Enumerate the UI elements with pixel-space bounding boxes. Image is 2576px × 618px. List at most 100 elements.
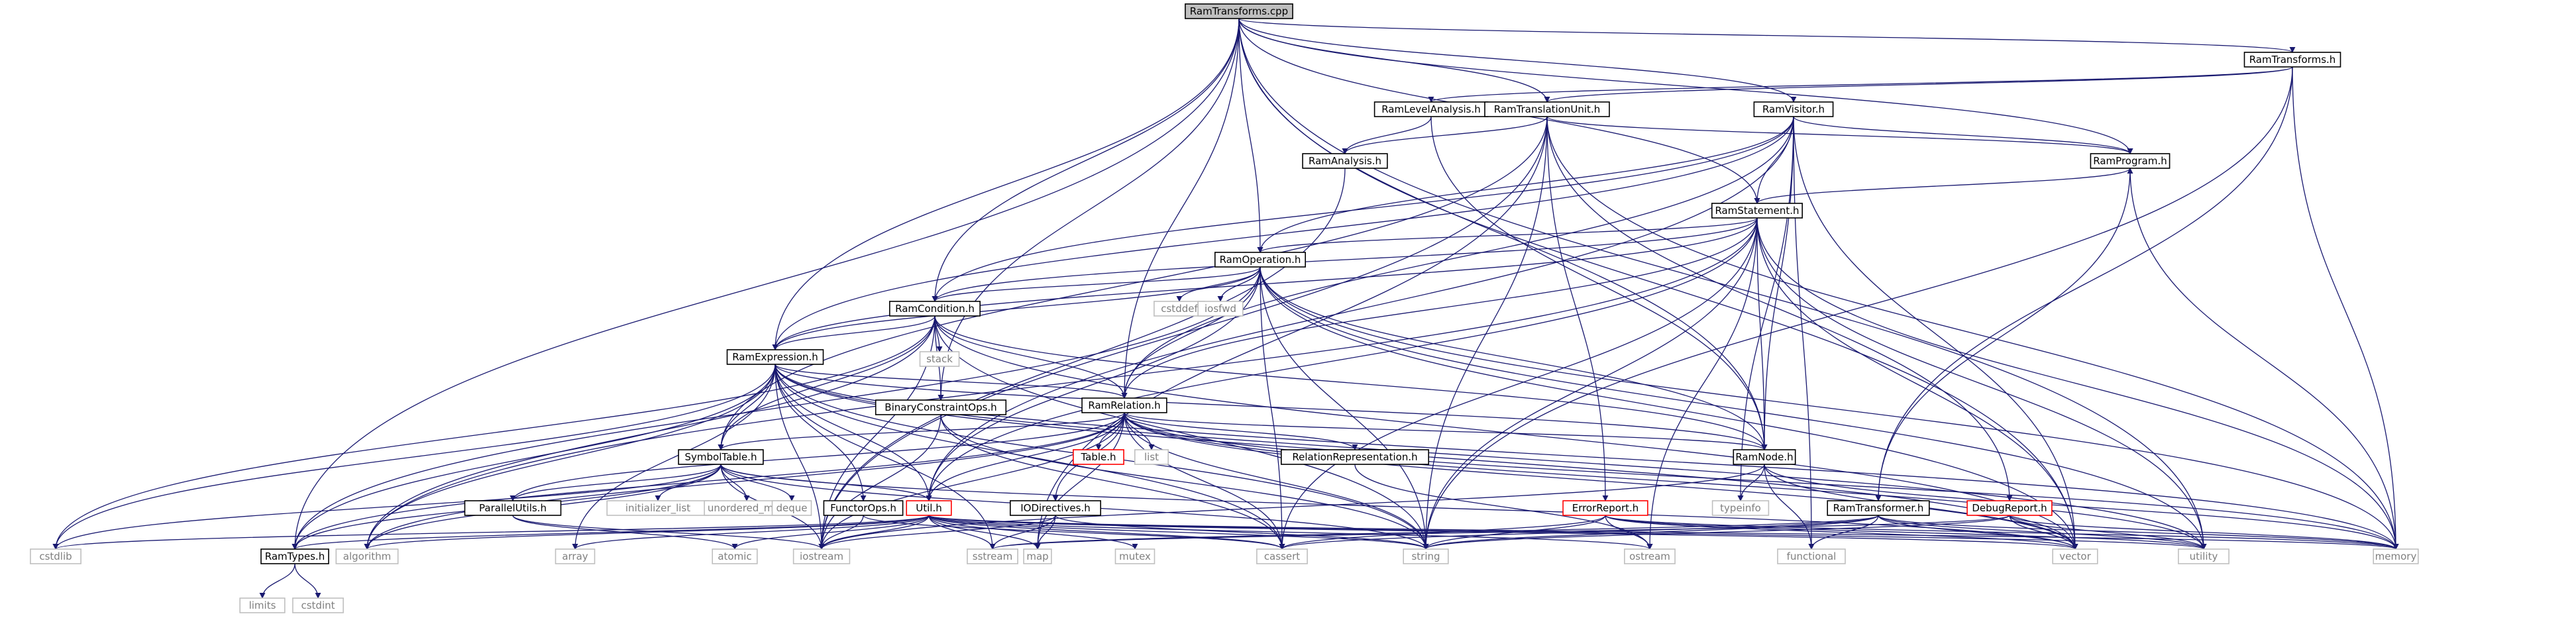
edge-ramtransforms-h-to-string <box>1422 66 2293 550</box>
edge-ramrelation-h-to-parallelutils-h <box>510 412 1125 501</box>
edge-ramrelation-h-to-util-h <box>926 412 1125 501</box>
node-symboltable-h[interactable]: SymbolTable.h <box>678 449 764 465</box>
node-ramtypes-h[interactable]: RamTypes.h <box>260 548 329 564</box>
edge-ramtransforms-cpp-to-ramexpression-h <box>772 18 1240 350</box>
edge-ramstatement-h-to-util-h <box>926 217 1758 501</box>
edge-ramoperation-h-to-ramrelation-h <box>1121 266 1261 399</box>
node-debugreport-h[interactable]: DebugReport.h <box>1966 500 2053 516</box>
node-ramtransforms-cpp[interactable]: RamTransforms.cpp <box>1185 3 1293 19</box>
node-iosfwd: iosfwd <box>1197 301 1244 317</box>
node-label: RamTypes.h <box>265 550 325 562</box>
node-parallelutils-h[interactable]: ParallelUtils.h <box>464 500 562 516</box>
edge-ramtransformer-h-to-sstream <box>989 515 1879 550</box>
edge-util-h-to-array <box>572 515 930 550</box>
edge-ramtransformer-h-to-functional <box>1808 515 1879 550</box>
node-table-h[interactable]: Table.h <box>1073 449 1124 465</box>
node-util-h[interactable]: Util.h <box>906 500 952 516</box>
node-functorops-h[interactable]: FunctorOps.h <box>823 500 904 516</box>
edge-ramoperation-h-to-iosfwd <box>1217 266 1261 302</box>
node-box <box>1711 203 1803 219</box>
node-atomic: atomic <box>712 548 758 564</box>
edge-ramoperation-h-to-ramcondition-h <box>932 266 1261 302</box>
node-label: Util.h <box>916 502 941 514</box>
node-box <box>292 597 344 613</box>
node-map: map <box>1023 548 1052 564</box>
edge-ramnode-h-to-iostream <box>818 464 1765 550</box>
node-label: RamVisitor.h <box>1762 103 1825 115</box>
node-box <box>1733 449 1796 465</box>
node-label: iosfwd <box>1205 303 1236 315</box>
edge-ramcondition-h-to-ramexpression-h <box>772 315 936 350</box>
edge-binaryconstraintops-h-to-string <box>940 414 1429 550</box>
edge-util-h-to-cstdlib <box>52 515 930 550</box>
node-label: Table.h <box>1080 451 1116 463</box>
edge-symboltable-h-to-deque <box>720 464 795 501</box>
node-ramvisitor-h[interactable]: RamVisitor.h <box>1753 101 1834 117</box>
edge-ramtranslationunit-h-to-map <box>1034 116 1548 550</box>
node-box <box>1256 548 1308 564</box>
edge-parallelutils-h-to-iostream <box>512 515 825 550</box>
node-ramprogram-h[interactable]: RamProgram.h <box>2090 153 2171 169</box>
edge-ramexpression-h-to-algorithm <box>364 364 776 550</box>
edge-iodirectives-h-to-map <box>1034 515 1056 550</box>
edge-ramoperation-h-to-ramexpression-h <box>772 266 1261 350</box>
node-label: initializer_list <box>625 502 690 515</box>
edge-ramexpression-h-to-cassert <box>775 364 1285 550</box>
node-relationrepresentation-h[interactable]: RelationRepresentation.h <box>1281 449 1430 465</box>
node-ramtransforms-h[interactable]: RamTransforms.h <box>2243 52 2341 68</box>
node-label: cstdint <box>301 599 335 611</box>
node-ramanalysis-h[interactable]: RamAnalysis.h <box>1302 153 1388 169</box>
edge-ramtransforms-h-to-ramtransformer-h <box>1875 66 2293 501</box>
edge-ramcondition-h-to-string <box>934 315 1429 550</box>
edge-ramtranslationunit-h-to-debugreport-h <box>1546 116 2013 501</box>
edge-ramvisitor-h-to-functional <box>1793 116 1815 550</box>
node-box <box>1185 3 1293 19</box>
edge-ramlevelanalysis-h-to-ramanalysis-h <box>1342 116 1432 154</box>
node-box <box>823 500 904 516</box>
node-functional: functional <box>1777 548 1846 564</box>
node-errorreport-h[interactable]: ErrorReport.h <box>1562 500 1648 516</box>
edge-debugreport-h-to-string <box>1422 515 2010 550</box>
node-label: DebugReport.h <box>1972 502 2047 514</box>
node-label: RamTransformer.h <box>1833 502 1924 514</box>
edge-ramoperation-h-to-string <box>1260 266 1429 550</box>
node-ramexpression-h[interactable]: RamExpression.h <box>726 349 824 365</box>
node-ramtranslationunit-h[interactable]: RamTranslationUnit.h <box>1484 101 1610 117</box>
node-ramnode-h[interactable]: RamNode.h <box>1733 449 1796 465</box>
node-vector: vector <box>2052 548 2098 564</box>
edge-util-h-to-string <box>928 515 1429 550</box>
edge-iodirectives-h-to-iostream <box>818 515 1056 550</box>
node-box <box>1753 101 1834 117</box>
edge-ramvisitor-h-to-ramrelation-h <box>1121 116 1794 399</box>
node-binaryconstraintops-h[interactable]: BinaryConstraintOps.h <box>875 399 1007 415</box>
node-ramtransformer-h[interactable]: RamTransformer.h <box>1827 500 1930 516</box>
node-label: RamExpression.h <box>732 351 818 363</box>
edge-errorreport-h-to-utility <box>1605 515 2207 550</box>
node-ramoperation-h[interactable]: RamOperation.h <box>1214 252 1307 268</box>
edge-ramprogram-h-to-memory <box>2129 168 2399 550</box>
node-mutex: mutex <box>1114 548 1155 564</box>
node-label: RamStatement.h <box>1715 205 1799 217</box>
edge-util-h-to-mutex <box>928 515 1138 550</box>
node-box <box>919 351 960 367</box>
node-ramcondition-h[interactable]: RamCondition.h <box>889 301 981 317</box>
edge-ramtransforms-cpp-to-ramprogram-h <box>1238 18 2133 154</box>
node-box <box>2052 548 2098 564</box>
edge-ramrelation-h-to-memory <box>1124 412 2399 550</box>
edge-util-h-to-iostream <box>818 515 930 550</box>
node-label: RamTransforms.h <box>2249 54 2336 66</box>
node-string: string <box>1403 548 1449 564</box>
node-label: unordered_map <box>708 502 786 515</box>
node-label: memory <box>2375 550 2417 562</box>
edge-ramcondition-h-to-symboltable-h <box>718 315 936 450</box>
node-ramstatement-h[interactable]: RamStatement.h <box>1711 203 1803 219</box>
edge-ramvisitor-h-to-util-h <box>926 116 1794 501</box>
node-box <box>2178 548 2229 564</box>
edge-ramrelation-h-to-vector <box>1124 412 2078 550</box>
node-ramlevelanalysis-h[interactable]: RamLevelAnalysis.h <box>1373 101 1489 117</box>
edge-ramnode-h-to-typeinfo <box>1737 464 1765 501</box>
node-box <box>1966 500 2053 516</box>
node-iodirectives-h[interactable]: IODirectives.h <box>1010 500 1102 516</box>
node-ramrelation-h[interactable]: RamRelation.h <box>1081 397 1167 413</box>
node-sstream: sstream <box>967 548 1018 564</box>
